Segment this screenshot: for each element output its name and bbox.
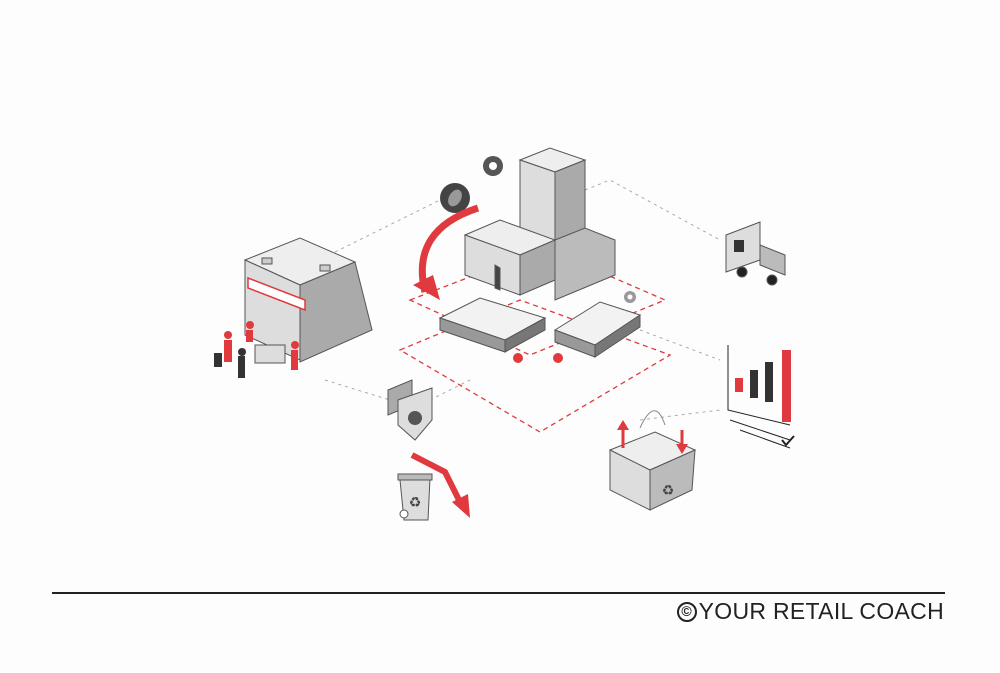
svg-text:♻: ♻ <box>409 494 422 510</box>
copyright-credit: © YOUR RETAIL COACH <box>676 598 944 625</box>
footer-divider <box>52 592 945 594</box>
curved-arrow-icon <box>413 204 480 300</box>
credit-text: YOUR RETAIL COACH <box>698 598 944 624</box>
platform-right <box>553 301 642 358</box>
delivery-truck-icon <box>725 221 786 286</box>
connector-lines <box>324 179 721 421</box>
shoppers <box>224 321 299 370</box>
cardboard-box-icon: ♻ <box>608 410 697 511</box>
headquarters-icon <box>463 147 616 301</box>
copyright-icon: © <box>676 601 697 622</box>
store-icon <box>214 237 373 378</box>
shield-icon <box>387 379 433 441</box>
svg-text:♻: ♻ <box>662 482 675 498</box>
gear-icon <box>483 156 636 363</box>
recycle-bin-icon: ♻ <box>397 473 433 521</box>
down-trend-arrow-icon <box>410 452 470 518</box>
bar-chart-icon <box>727 345 795 449</box>
leaf-badge-icon <box>440 183 470 213</box>
platform-left <box>438 297 547 353</box>
red-dashed-zone <box>398 247 672 433</box>
